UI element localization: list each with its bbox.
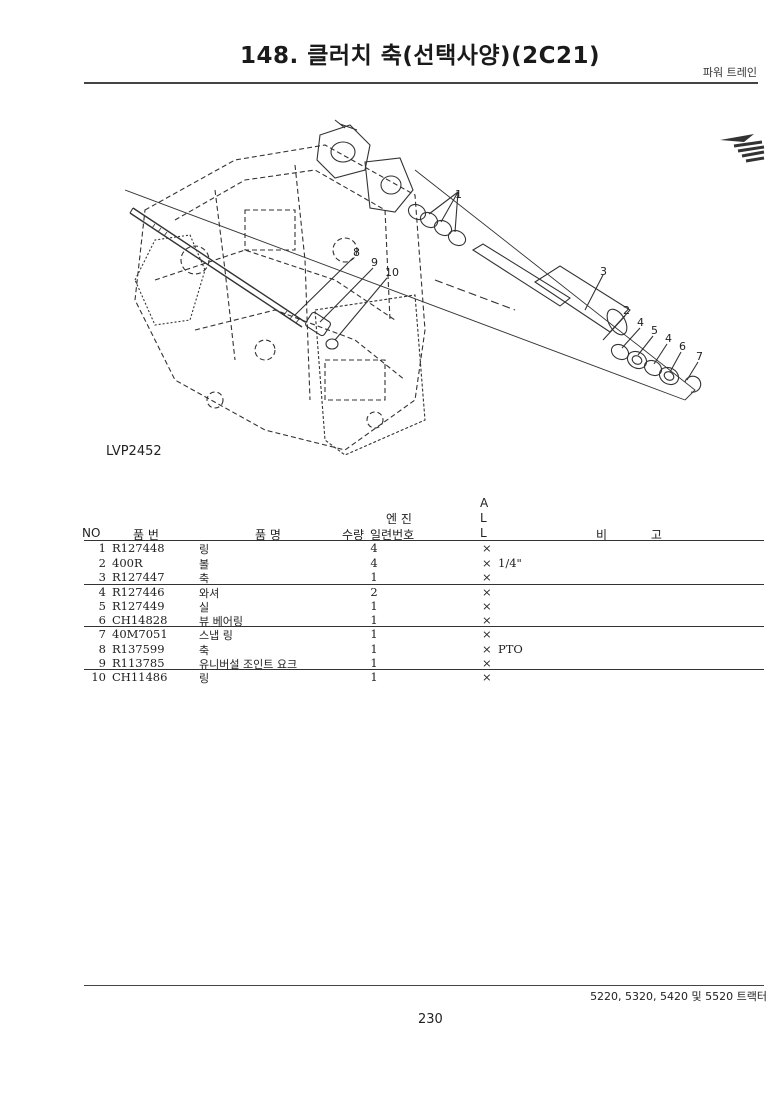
group-rule bbox=[84, 669, 764, 670]
callout-4b: 4 bbox=[665, 332, 672, 345]
callout-3: 3 bbox=[600, 265, 607, 278]
callout-5: 5 bbox=[651, 324, 658, 337]
callout-2: 2 bbox=[623, 304, 630, 317]
header-all-a: A bbox=[480, 496, 489, 510]
header-part-no: 품 번 bbox=[133, 528, 159, 542]
header-qty: 수량 bbox=[342, 528, 365, 542]
page-title: 148. 클러치 축(선택사양)(2C21) bbox=[240, 43, 600, 69]
group-rule bbox=[84, 584, 764, 585]
callout-1: 1 bbox=[455, 188, 462, 201]
figure-code: LVP2452 bbox=[106, 444, 162, 459]
header-no: NO bbox=[82, 526, 101, 540]
exploded-parts-diagram: 1 2 3 4 5 4 6 7 8 9 10 bbox=[124, 119, 703, 456]
footer-rule bbox=[84, 985, 764, 986]
callout-4a: 4 bbox=[637, 316, 644, 329]
callout-8: 8 bbox=[353, 246, 360, 259]
header-serial: 일련번호 bbox=[370, 528, 415, 542]
header-remarks: 비 고 bbox=[596, 528, 662, 542]
group-rule bbox=[84, 626, 764, 627]
page-number: 230 bbox=[418, 1012, 443, 1027]
header-rule bbox=[84, 540, 764, 541]
callout-7: 7 bbox=[696, 350, 703, 363]
models-label: 5220, 5320, 5420 및 5520 트랙터 bbox=[590, 990, 767, 1003]
header-all-l1: L bbox=[480, 511, 487, 525]
header-all-l2: L bbox=[480, 526, 487, 540]
header-part-name: 품 명 bbox=[255, 528, 281, 542]
callout-9: 9 bbox=[371, 256, 378, 269]
section-label: 파워 트레인 bbox=[702, 66, 757, 79]
title-rule bbox=[84, 82, 758, 84]
callout-6: 6 bbox=[679, 340, 686, 353]
direction-arrow-icon bbox=[720, 134, 765, 163]
header-engine: 엔 진 bbox=[386, 512, 412, 526]
callout-10: 10 bbox=[385, 266, 399, 279]
